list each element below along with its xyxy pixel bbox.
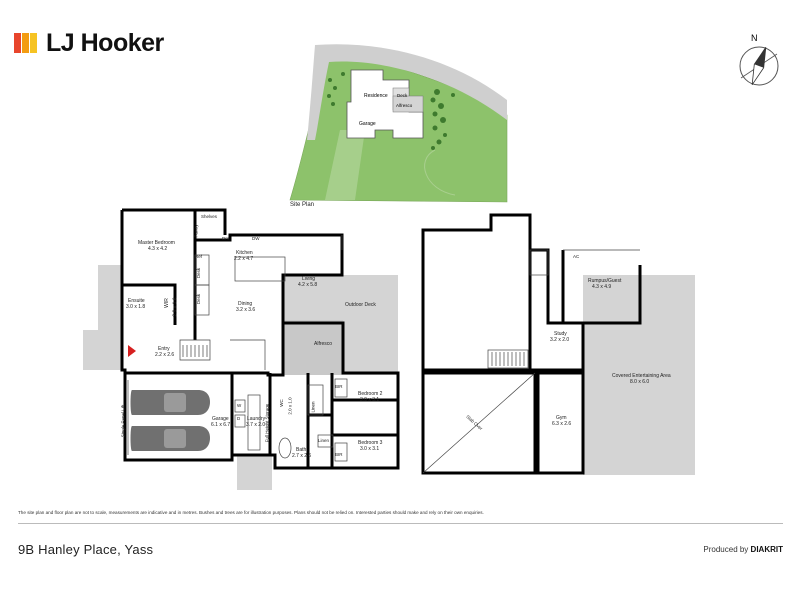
room-covered-size: 8.0 x 6.0 (630, 379, 650, 385)
room-entry-size: 2.2 x 2.6 (155, 352, 175, 358)
fixture-single-panel-lift: Single Panel Lift (120, 404, 126, 438)
room-wir-name: WIR (163, 298, 170, 308)
ground-floor-plan (83, 208, 400, 490)
site-deck-label: Deck (397, 93, 408, 98)
room-kitchen-size: 2.2 x 4.7 (234, 256, 254, 262)
room-wc-name: WC (278, 399, 284, 407)
site-alfresco (392, 95, 424, 113)
produced-by: Produced by DIAKRIT (703, 545, 783, 554)
room-bed3-name: Bedroom 3 (358, 440, 383, 446)
room-master-size: 4.3 x 4.2 (148, 246, 168, 252)
room-bed3-size: 3.0 x 3.1 (360, 446, 380, 452)
brand-logo-mark (14, 31, 38, 55)
produced-by-company: DIAKRIT (750, 545, 783, 554)
room-living-name: Living (302, 276, 316, 282)
room-rumpus-name: Rumpus/Guest (588, 278, 622, 284)
fixture-full-height-storage: Full Height Storage (264, 403, 270, 443)
fixture-dw: DW (252, 236, 260, 241)
room-alfresco-name: Alfresco (314, 341, 333, 347)
site-residence-label: Residence (364, 93, 388, 99)
disclaimer: The site plan and floor plan are not to … (18, 510, 484, 515)
fixture-pantry: Pantry (193, 224, 199, 238)
room-gym-name: Gym (556, 415, 567, 421)
brand-name: LJ Hooker (46, 28, 164, 57)
fixture-linen-2: Linen (318, 438, 330, 443)
site-plan-title: Site Plan (290, 202, 315, 208)
fixture-bir-1: BIR (335, 384, 343, 389)
compass-icon: N (739, 33, 779, 86)
room-living-size: 4.2 x 5.8 (298, 282, 318, 288)
alfresco-area (283, 320, 343, 375)
room-covered-name: Covered Entertaining Area (612, 373, 671, 379)
brand-logo: LJ Hooker (14, 28, 164, 57)
fixture-linen-1: Linen (310, 401, 316, 413)
room-kitchen-name: Kitchen (236, 250, 253, 256)
room-laundry-name: Laundry (247, 416, 266, 422)
site-plan: Residence Deck Alfresco Garage (289, 44, 508, 203)
fixture-shelves: Shelves (201, 214, 218, 219)
room-ensuite-name: Ensuite (128, 298, 145, 304)
room-study-size: 3.2 x 2.0 (550, 337, 570, 343)
room-bed2-size: 3.0 x 3.1 (360, 397, 380, 403)
site-house (346, 69, 424, 139)
room-dining-size: 3.2 x 3.6 (236, 307, 256, 313)
room-study-name: Study (554, 331, 567, 337)
room-ensuite-size: 3.0 x 1.8 (126, 304, 146, 310)
room-bed2-name: Bedroom 2 (358, 391, 383, 397)
fixture-desk-2: Desk (196, 293, 202, 305)
room-bath-name: Bath (296, 447, 307, 453)
room-garage-name: Garage (212, 416, 229, 422)
room-dining-name: Dining (238, 301, 253, 307)
site-alfresco-label: Alfresco (396, 103, 413, 108)
site-road (307, 44, 507, 141)
room-garage-size: 6.1 x 6.7 (211, 422, 231, 428)
fixture-d: D (237, 416, 241, 421)
site-garage-label: Garage (359, 121, 376, 127)
fixture-w: W (237, 403, 242, 408)
room-laundry-size: 3.7 x 2.0 (246, 422, 266, 428)
fixture-dm: Dm (222, 236, 229, 241)
produced-by-prefix: Produced by (703, 545, 749, 554)
room-wc-size: 2.0 x 1.0 (287, 397, 293, 415)
entry-marker-icon (128, 345, 136, 357)
room-wir-size: 2.9 x 1.6 (172, 297, 179, 317)
compass-north-label: N (751, 33, 758, 43)
room-outdoor-deck-name: Outdoor Deck (345, 302, 376, 308)
footer-divider (18, 523, 783, 524)
room-bath-size: 2.7 x 2.6 (292, 453, 312, 459)
fixture-bir-2: BIR (335, 452, 343, 457)
garage-cars (130, 390, 210, 451)
property-address: 9B Hanley Place, Yass (18, 542, 154, 557)
fixture-ac: AC (573, 254, 580, 259)
room-rumpus-size: 4.3 x 4.9 (592, 284, 612, 290)
fixture-desk-1: Desk (196, 267, 202, 279)
room-master-name: Master Bedroom (138, 240, 175, 246)
room-entry-name: Entry (158, 346, 170, 352)
room-gym-size: 6.3 x 2.6 (552, 421, 572, 427)
lower-floor-plan (421, 213, 695, 475)
fixture-ref: Ref (195, 254, 203, 259)
